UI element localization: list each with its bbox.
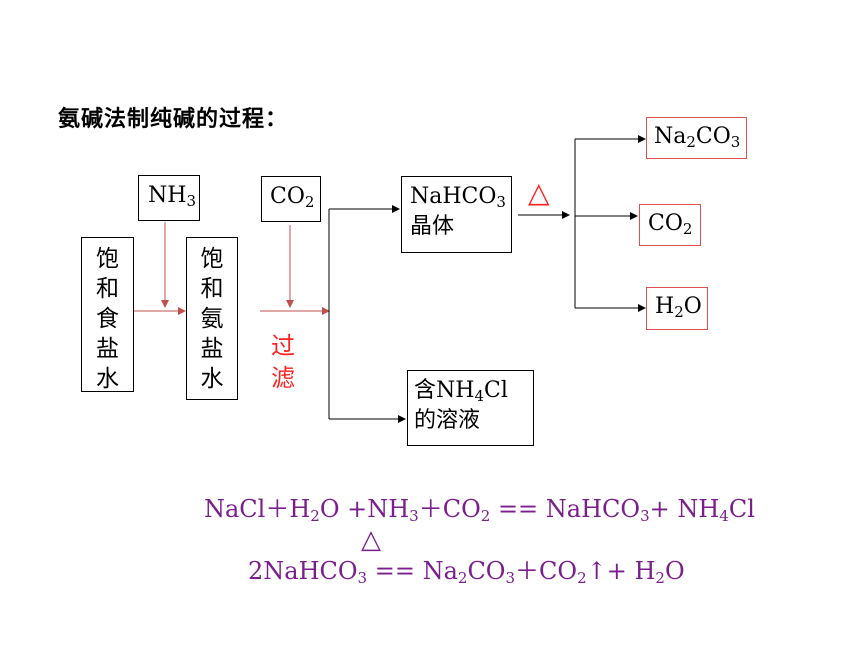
heat-triangle-icon: △ bbox=[528, 176, 550, 209]
equation-2: 2NaHCO3 == Na2CO3＋CO2↑+ H2O bbox=[248, 557, 685, 587]
crystal-label: 晶体 bbox=[410, 214, 455, 239]
equation-2-heat-icon: △ bbox=[361, 525, 381, 555]
nahco3-crystal-box: NaHCO3 晶体 bbox=[401, 176, 512, 253]
solution-label: 的溶液 bbox=[414, 408, 481, 433]
equation-1: NaCl＋H2O +NH3＋CO2 == NaHCO3+ NH4Cl bbox=[204, 495, 755, 525]
filter-label: 过滤 bbox=[271, 332, 295, 392]
h2o-product-box: H2O bbox=[646, 287, 708, 330]
na2co3-product-box: Na2CO3 bbox=[646, 117, 747, 159]
nh3-box: NH3 bbox=[138, 175, 200, 221]
gas-up-arrow-icon: ↑ bbox=[586, 557, 607, 585]
ammoniated-brine-box: 饱和氨盐水 bbox=[186, 237, 238, 400]
co2-box: CO2 bbox=[261, 176, 321, 222]
saturated-brine-box: 饱和食盐水 bbox=[81, 237, 134, 392]
page-title: 氨碱法制纯碱的过程： bbox=[58, 107, 289, 132]
saturated-brine-label: 饱和食盐水 bbox=[96, 246, 119, 392]
co2-product-box: CO2 bbox=[639, 204, 701, 246]
nh4cl-solution-box: 含NH4Cl 的溶液 bbox=[407, 370, 534, 446]
ammoniated-brine-label: 饱和氨盐水 bbox=[200, 246, 224, 392]
